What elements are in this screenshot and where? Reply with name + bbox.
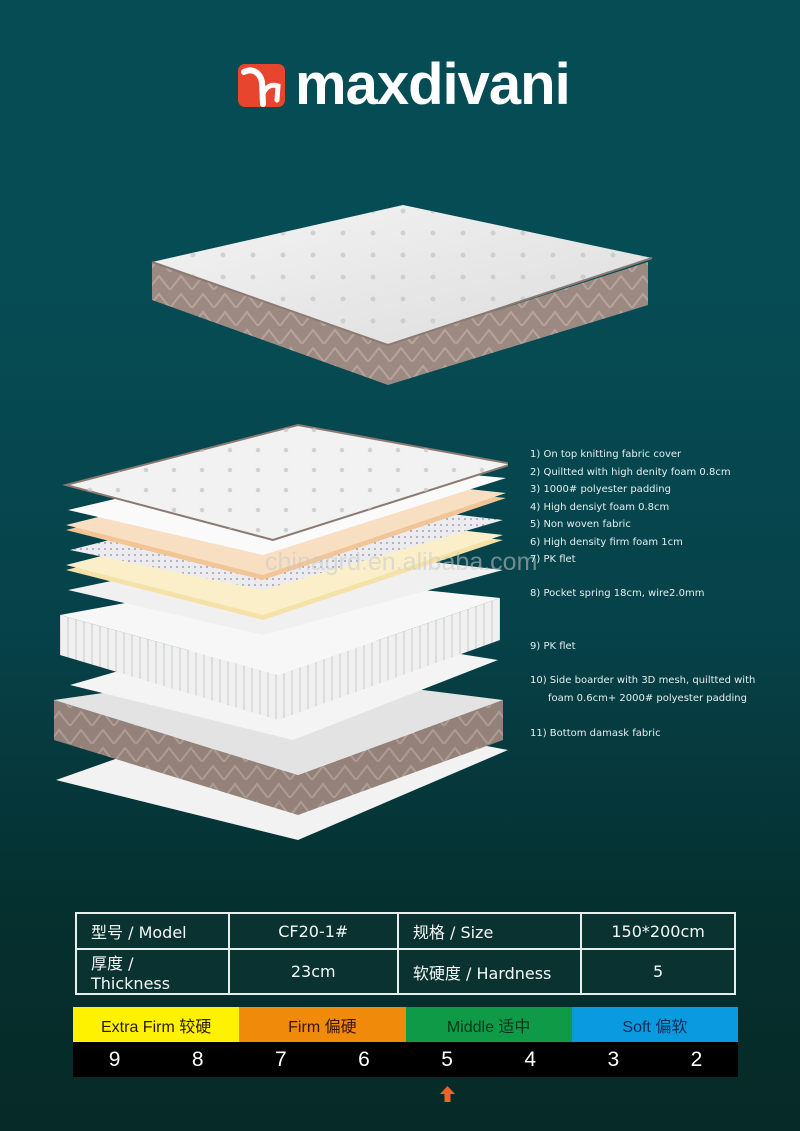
table-row: 型号 / Model CF20-1# 规格 / Size 150*200cm: [75, 912, 736, 950]
arrow-up-indicator-icon: [440, 1086, 455, 1106]
brand-mark-icon: [238, 63, 285, 107]
spec-value-model: CF20-1#: [227, 912, 399, 950]
hardness-number: 2: [690, 1047, 703, 1071]
hardness-number: 9: [108, 1047, 121, 1071]
layer-item: 9) PK flet: [530, 641, 576, 652]
hardness-number: 7: [274, 1047, 287, 1071]
hardness-numbers: 9 8 7 6 5 4 3 2: [73, 1042, 738, 1077]
hardness-scale: Extra Firm 较硬 Firm 偏硬 Middle 适中 Soft 偏软 …: [73, 1007, 738, 1077]
mattress-layers-exploded-image: [48, 420, 513, 844]
spec-label-size: 规格 / Size: [396, 912, 583, 950]
table-row: 厚度 / Thickness 23cm 软硬度 / Hardness 5: [75, 948, 736, 995]
spec-value-hardness: 5: [580, 948, 736, 995]
layer-item: 11) Bottom damask fabric: [530, 728, 661, 739]
hardness-number: 8: [191, 1047, 204, 1071]
band-middle: Middle 适中: [405, 1007, 572, 1042]
layer-item: 7) PK flet: [530, 554, 576, 565]
spec-value-thickness: 23cm: [227, 948, 399, 995]
layer-item: 3) 1000# polyester padding: [530, 484, 671, 495]
hardness-number: 3: [607, 1047, 620, 1071]
layer-item: 6) High density firm foam 1cm: [530, 536, 683, 548]
layer-item: 2) Quiltted with high denity foam 0.8cm: [530, 466, 731, 478]
brand-name: maxdivani: [295, 52, 571, 117]
hardness-number: 6: [358, 1047, 370, 1071]
layer-item: 4) High densiyt foam 0.8cm: [530, 501, 670, 513]
spec-label-model: 型号 / Model: [75, 912, 230, 950]
spec-value-size: 150*200cm: [580, 912, 736, 950]
hardness-bands: Extra Firm 较硬 Firm 偏硬 Middle 适中 Soft 偏软: [73, 1007, 738, 1042]
layer-item: 8) Pocket spring 18cm, wire2.0mm: [530, 588, 705, 599]
layer-item: 10) Side boarder with 3D mesh, quiltted …: [530, 675, 756, 686]
brand-logo: maxdivani: [238, 56, 571, 114]
hardness-number: 4: [524, 1047, 537, 1071]
watermark-text: chinagrd.en.alibaba.com: [265, 548, 538, 576]
band-extra-firm: Extra Firm 较硬: [73, 1007, 240, 1042]
hardness-number-selected: 5: [441, 1047, 453, 1071]
mattress-assembled-image: [148, 200, 658, 394]
band-firm: Firm 偏硬: [239, 1007, 406, 1042]
spec-label-thickness: 厚度 / Thickness: [75, 948, 230, 995]
band-soft: Soft 偏软: [571, 1007, 738, 1042]
spec-label-hardness: 软硬度 / Hardness: [396, 948, 583, 995]
spec-table: 型号 / Model CF20-1# 规格 / Size 150*200cm 厚…: [75, 912, 736, 995]
layer-item: 1) On top knitting fabric cover: [530, 449, 682, 460]
layer-item: 5) Non woven fabric: [530, 519, 631, 530]
layer-item-continuation: foam 0.6cm+ 2000# polyester padding: [548, 692, 747, 704]
